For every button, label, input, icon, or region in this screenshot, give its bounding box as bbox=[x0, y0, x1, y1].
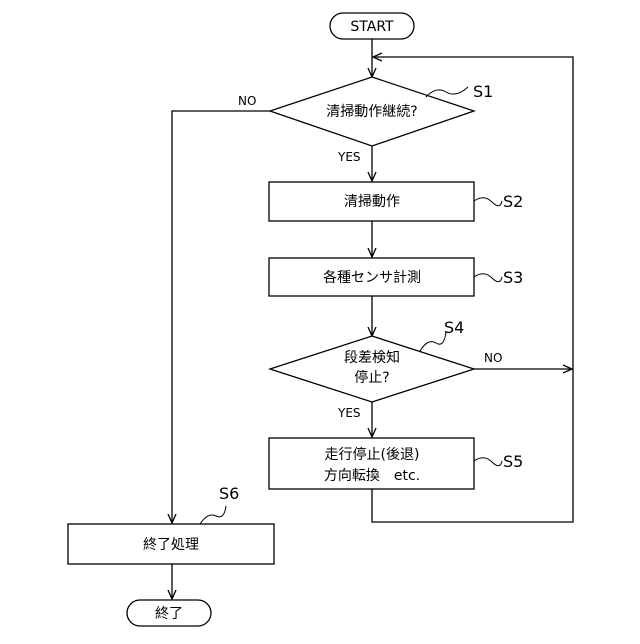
end-terminal: 終了 bbox=[127, 600, 211, 626]
s4-diamond bbox=[270, 336, 474, 402]
start-label: START bbox=[350, 19, 394, 35]
s3-text: 各種センサ計測 bbox=[323, 270, 421, 286]
s4-text-line1: 段差検知 bbox=[344, 349, 400, 366]
s6-step-label: S6 bbox=[219, 484, 239, 503]
s1-step-label: S1 bbox=[473, 82, 493, 101]
s3-leader bbox=[474, 274, 502, 282]
s2-text: 清掃動作 bbox=[344, 193, 400, 210]
s3-step-label: S3 bbox=[503, 268, 523, 287]
s4-yes-label: YES bbox=[337, 406, 361, 420]
s1-no-label: NO bbox=[238, 94, 256, 108]
s2-process: 清掃動作 bbox=[269, 182, 474, 221]
s1-leader bbox=[426, 87, 468, 97]
s6-process: 終了処理 bbox=[68, 524, 274, 564]
s6-leader bbox=[200, 506, 226, 524]
s5-step-label: S5 bbox=[503, 452, 523, 471]
s1-text: 清掃動作継続? bbox=[326, 103, 417, 120]
s4-no-label: NO bbox=[484, 351, 502, 365]
s3-process: 各種センサ計測 bbox=[269, 258, 474, 296]
s6-text: 終了処理 bbox=[143, 537, 199, 553]
edge-s1-no bbox=[172, 111, 270, 523]
s4-step-label: S4 bbox=[444, 318, 464, 337]
s5-text-line1: 走行停止(後退) bbox=[325, 446, 420, 463]
start-terminal: START bbox=[330, 13, 414, 39]
s5-process: 走行停止(後退) 方向転換 etc. bbox=[269, 438, 474, 489]
end-label: 終了 bbox=[155, 606, 183, 622]
s4-decision: 段差検知 停止? bbox=[270, 336, 474, 402]
s4-leader bbox=[420, 332, 446, 351]
s4-text-line2: 停止? bbox=[354, 369, 389, 386]
s1-yes-label: YES bbox=[337, 150, 361, 164]
s2-step-label: S2 bbox=[503, 192, 523, 211]
s5-leader bbox=[474, 458, 502, 466]
s1-decision: 清掃動作継続? bbox=[270, 77, 474, 146]
s2-leader bbox=[474, 198, 502, 206]
s5-text-line2: 方向転換 etc. bbox=[324, 468, 420, 484]
